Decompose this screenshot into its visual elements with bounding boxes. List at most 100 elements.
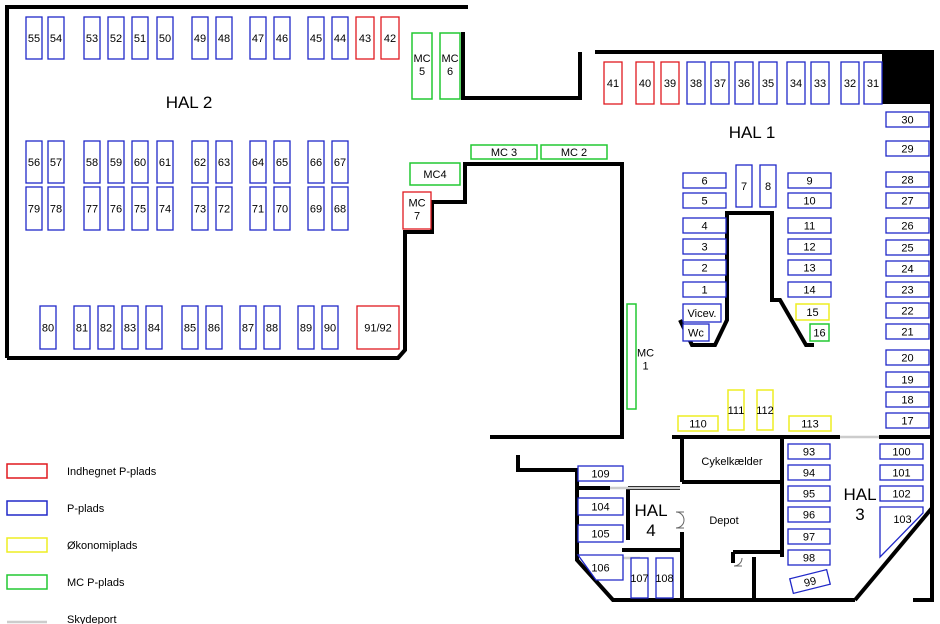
- spot-86[interactable]: 86: [205, 305, 223, 350]
- spot-7[interactable]: 7: [735, 164, 753, 208]
- spot-65[interactable]: 65: [273, 140, 291, 184]
- spot-mc4[interactable]: MC4: [409, 162, 461, 186]
- spot-29[interactable]: 29: [885, 140, 930, 157]
- spot-22[interactable]: 22: [885, 302, 930, 319]
- spot-49[interactable]: 49: [191, 16, 209, 60]
- spot-11[interactable]: 11: [787, 217, 832, 234]
- spot-83[interactable]: 83: [121, 305, 139, 350]
- spot-68[interactable]: 68: [331, 186, 349, 231]
- spot-16[interactable]: 16: [809, 323, 830, 342]
- spot-21[interactable]: 21: [885, 323, 930, 340]
- spot-40[interactable]: 40: [635, 61, 655, 105]
- spot-107[interactable]: 107: [630, 557, 649, 599]
- spot-13[interactable]: 13: [787, 259, 832, 276]
- spot-104[interactable]: 104: [577, 497, 624, 516]
- spot-96[interactable]: 96: [787, 506, 831, 523]
- spot-50[interactable]: 50: [156, 16, 174, 60]
- spot-82[interactable]: 82: [97, 305, 115, 350]
- spot-113[interactable]: 113: [788, 415, 832, 432]
- spot-33[interactable]: 33: [810, 61, 830, 105]
- spot-35[interactable]: 35: [758, 61, 778, 105]
- spot-103[interactable]: 103: [879, 506, 924, 559]
- spot-72[interactable]: 72: [215, 186, 233, 231]
- spot-vicev[interactable]: Vicev.: [682, 303, 722, 323]
- spot-26[interactable]: 26: [885, 217, 930, 234]
- spot-6[interactable]: 6: [682, 172, 727, 189]
- spot-77[interactable]: 77: [83, 186, 101, 231]
- spot-14[interactable]: 14: [787, 281, 832, 298]
- spot-58[interactable]: 58: [83, 140, 101, 184]
- spot-87[interactable]: 87: [239, 305, 257, 350]
- spot-46[interactable]: 46: [273, 16, 291, 60]
- spot-32[interactable]: 32: [840, 61, 860, 105]
- spot-57[interactable]: 57: [47, 140, 65, 184]
- spot-97[interactable]: 97: [787, 528, 831, 545]
- spot-84[interactable]: 84: [145, 305, 163, 350]
- spot-54[interactable]: 54: [47, 16, 65, 60]
- spot-53[interactable]: 53: [83, 16, 101, 60]
- spot-38[interactable]: 38: [686, 61, 706, 105]
- spot-59[interactable]: 59: [107, 140, 125, 184]
- spot-28[interactable]: 28: [885, 171, 930, 188]
- spot-18[interactable]: 18: [885, 391, 930, 408]
- spot-108[interactable]: 108: [655, 557, 674, 599]
- spot-62[interactable]: 62: [191, 140, 209, 184]
- spot-109[interactable]: 109: [577, 465, 624, 482]
- spot-55[interactable]: 55: [25, 16, 43, 60]
- spot-60[interactable]: 60: [131, 140, 149, 184]
- spot-76[interactable]: 76: [107, 186, 125, 231]
- spot-61[interactable]: 61: [156, 140, 174, 184]
- spot-4[interactable]: 4: [682, 217, 727, 234]
- spot-17[interactable]: 17: [885, 412, 930, 429]
- spot-100[interactable]: 100: [879, 443, 924, 460]
- spot-90[interactable]: 90: [321, 305, 339, 350]
- spot-2[interactable]: 2: [682, 259, 727, 276]
- spot-56[interactable]: 56: [25, 140, 43, 184]
- spot-70[interactable]: 70: [273, 186, 291, 231]
- spot-89[interactable]: 89: [297, 305, 315, 350]
- spot-85[interactable]: 85: [181, 305, 199, 350]
- spot-5[interactable]: 5: [682, 192, 727, 209]
- spot-42[interactable]: 42: [380, 16, 400, 60]
- spot-99[interactable]: 99: [788, 568, 832, 595]
- spot-19[interactable]: 19: [885, 371, 930, 388]
- spot-106[interactable]: 106: [576, 554, 624, 581]
- spot-91-92[interactable]: 91/92: [356, 305, 400, 350]
- spot-75[interactable]: 75: [131, 186, 149, 231]
- spot-3[interactable]: 3: [682, 238, 727, 255]
- spot-23[interactable]: 23: [885, 281, 930, 298]
- spot-25[interactable]: 25: [885, 239, 930, 256]
- spot-80[interactable]: 80: [39, 305, 57, 350]
- spot-10[interactable]: 10: [787, 192, 832, 209]
- spot-110[interactable]: 110: [677, 415, 719, 432]
- spot-111[interactable]: 111: [727, 389, 745, 431]
- spot-93[interactable]: 93: [787, 443, 831, 460]
- spot-30[interactable]: 30: [885, 111, 930, 128]
- spot-67[interactable]: 67: [331, 140, 349, 184]
- spot-101[interactable]: 101: [879, 464, 924, 481]
- spot-37[interactable]: 37: [710, 61, 730, 105]
- spot-1[interactable]: 1: [682, 281, 727, 298]
- spot-73[interactable]: 73: [191, 186, 209, 231]
- spot-51[interactable]: 51: [131, 16, 149, 60]
- spot-mc-3[interactable]: MC 3: [470, 144, 538, 160]
- spot-52[interactable]: 52: [107, 16, 125, 60]
- spot-12[interactable]: 12: [787, 238, 832, 255]
- spot-69[interactable]: 69: [307, 186, 325, 231]
- spot-24[interactable]: 24: [885, 260, 930, 277]
- spot-112[interactable]: 112: [756, 389, 774, 431]
- spot-63[interactable]: 63: [215, 140, 233, 184]
- spot-81[interactable]: 81: [73, 305, 91, 350]
- spot-98[interactable]: 98: [787, 549, 831, 566]
- spot-39[interactable]: 39: [660, 61, 680, 105]
- spot-45[interactable]: 45: [307, 16, 325, 60]
- spot-74[interactable]: 74: [156, 186, 174, 231]
- spot-48[interactable]: 48: [215, 16, 233, 60]
- spot-102[interactable]: 102: [879, 485, 924, 502]
- spot-47[interactable]: 47: [249, 16, 267, 60]
- spot-88[interactable]: 88: [263, 305, 281, 350]
